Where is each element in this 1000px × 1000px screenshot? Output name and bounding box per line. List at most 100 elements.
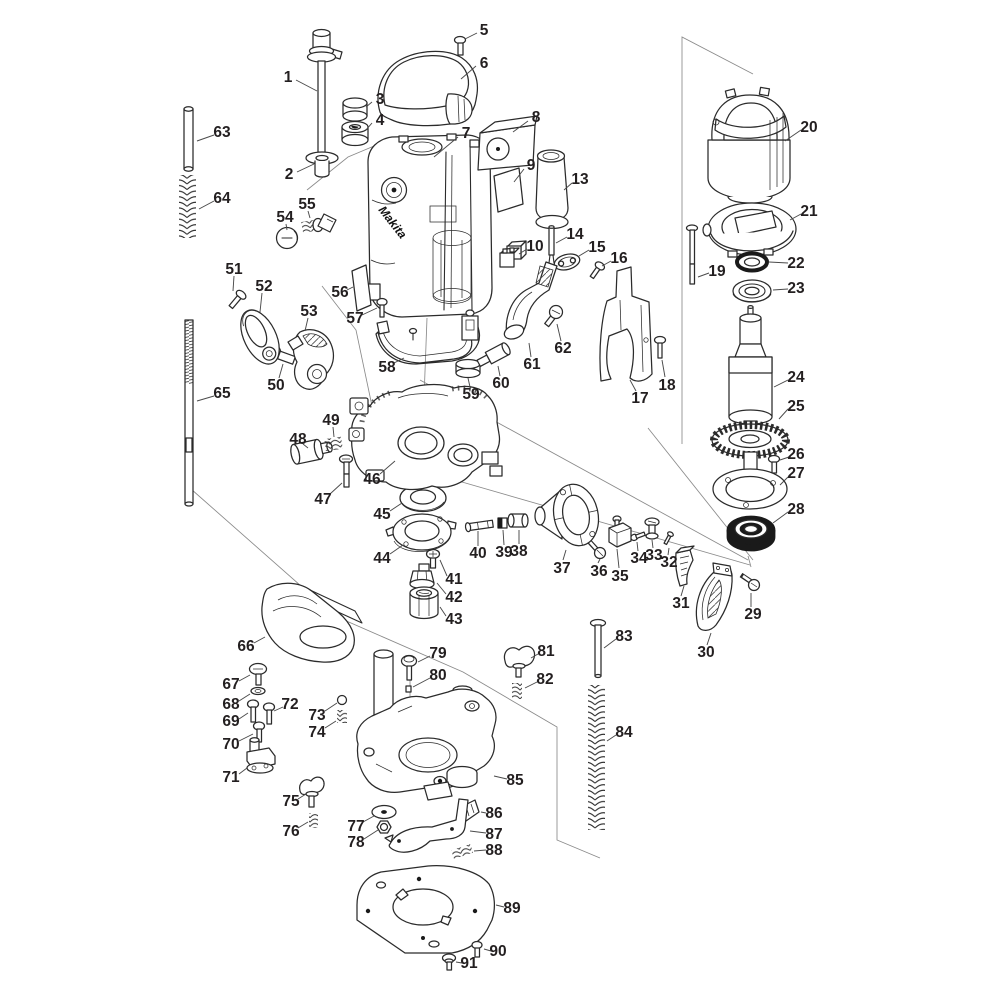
part-43-collet-nut	[409, 586, 439, 620]
part-62-screw	[544, 304, 564, 328]
part-number-9: 9	[527, 157, 536, 174]
leader-line-13	[563, 182, 573, 191]
leader-line-67	[238, 674, 251, 682]
leader-line-24	[773, 379, 789, 388]
part-number-67: 67	[222, 676, 239, 693]
leader-line-14	[555, 236, 568, 244]
leader-line-4	[365, 122, 373, 131]
part-number-81: 81	[537, 643, 555, 660]
part-number-62: 62	[554, 340, 571, 357]
leader-line-28	[772, 511, 789, 524]
part-number-45: 45	[373, 506, 391, 523]
leader-line-41	[439, 559, 448, 577]
part-number-51: 51	[225, 261, 243, 278]
part-91-screw	[441, 953, 457, 971]
part-number-60: 60	[492, 375, 509, 392]
part-74-spring	[337, 710, 347, 723]
part-number-15: 15	[588, 239, 606, 256]
part-number-40: 40	[469, 545, 486, 562]
part-37-handle-base	[534, 483, 600, 547]
part-15-cord-clamp	[553, 253, 581, 271]
leader-line-10	[518, 248, 528, 255]
part-number-47: 47	[314, 491, 331, 508]
part-number-84: 84	[615, 724, 633, 741]
part-number-87: 87	[485, 826, 502, 843]
leader-line-16	[601, 260, 612, 267]
leader-line-57	[361, 307, 378, 316]
leader-line-80	[412, 677, 431, 688]
leader-line-44	[389, 544, 404, 555]
part-32-pin	[663, 531, 674, 546]
part-13-grip-cone	[535, 149, 569, 230]
leader-line-61	[528, 342, 532, 358]
part-number-26: 26	[787, 446, 805, 463]
part-number-83: 83	[615, 628, 633, 645]
part-41-screw	[425, 548, 441, 569]
leader-line-54	[285, 223, 288, 231]
leader-line-7	[433, 136, 459, 158]
part-88-spring	[451, 844, 474, 859]
part-39-cap	[497, 517, 508, 529]
part-78-nut	[376, 820, 392, 834]
leader-line-37	[562, 549, 567, 561]
part-number-20: 20	[800, 119, 817, 136]
leader-line-49	[332, 426, 335, 438]
part-54-cap	[275, 226, 299, 250]
part-number-28: 28	[787, 501, 805, 518]
part-number-8: 8	[532, 109, 541, 126]
part-number-69: 69	[222, 713, 240, 730]
leader-line-91	[455, 961, 463, 964]
part-24-armature	[728, 304, 773, 433]
part-number-59: 59	[462, 386, 480, 403]
part-number-35: 35	[611, 568, 629, 585]
part-number-13: 13	[571, 171, 589, 188]
part-number-88: 88	[485, 842, 503, 859]
part-number-48: 48	[289, 431, 307, 448]
part-number-78: 78	[347, 834, 365, 851]
part-63-rod	[183, 106, 194, 172]
part-number-80: 80	[429, 667, 446, 684]
part-6-top-cover	[377, 50, 479, 127]
leader-line-53	[304, 317, 309, 332]
part-57-screw	[376, 297, 388, 318]
guide-line-5	[747, 555, 752, 568]
part-9-label-plate	[493, 167, 524, 213]
leader-line-68	[238, 693, 251, 702]
part-75-wing-bolt	[299, 776, 325, 808]
part-28-ball-bearing	[726, 515, 776, 552]
part-69-screw	[246, 699, 260, 723]
leader-line-64	[198, 200, 215, 210]
leader-line-60	[497, 365, 501, 377]
leader-line-70	[238, 733, 254, 742]
part-44-bearing-box	[385, 513, 457, 552]
part-number-66: 66	[237, 638, 255, 655]
part-number-63: 63	[213, 124, 231, 141]
part-64-spring	[179, 175, 196, 238]
leader-line-69	[238, 712, 249, 720]
leader-line-59	[467, 377, 471, 388]
leader-line-25	[778, 408, 789, 420]
part-84-spring	[588, 685, 605, 830]
part-number-57: 57	[346, 310, 363, 327]
part-42-collet-cone	[409, 563, 435, 590]
leader-line-22	[768, 261, 789, 264]
part-number-72: 72	[281, 696, 298, 713]
part-23-ball-bearing	[732, 279, 772, 303]
part-number-75: 75	[282, 793, 300, 810]
part-number-76: 76	[282, 823, 300, 840]
part-20-field	[707, 86, 791, 204]
part-number-50: 50	[267, 377, 284, 394]
part-number-38: 38	[510, 543, 528, 560]
leader-line-52	[259, 292, 263, 313]
leader-line-84	[606, 734, 617, 742]
part-number-36: 36	[590, 563, 608, 580]
leader-line-27	[779, 476, 789, 486]
part-number-42: 42	[445, 589, 462, 606]
part-55-plunger	[301, 213, 337, 233]
leader-line-47	[329, 482, 343, 495]
part-1-stopper-pole	[306, 28, 343, 163]
part-number-65: 65	[213, 385, 231, 402]
part-7-motor-housing: Makita	[365, 133, 493, 318]
leader-line-81	[530, 653, 539, 659]
part-30-handle-grip	[695, 562, 733, 631]
